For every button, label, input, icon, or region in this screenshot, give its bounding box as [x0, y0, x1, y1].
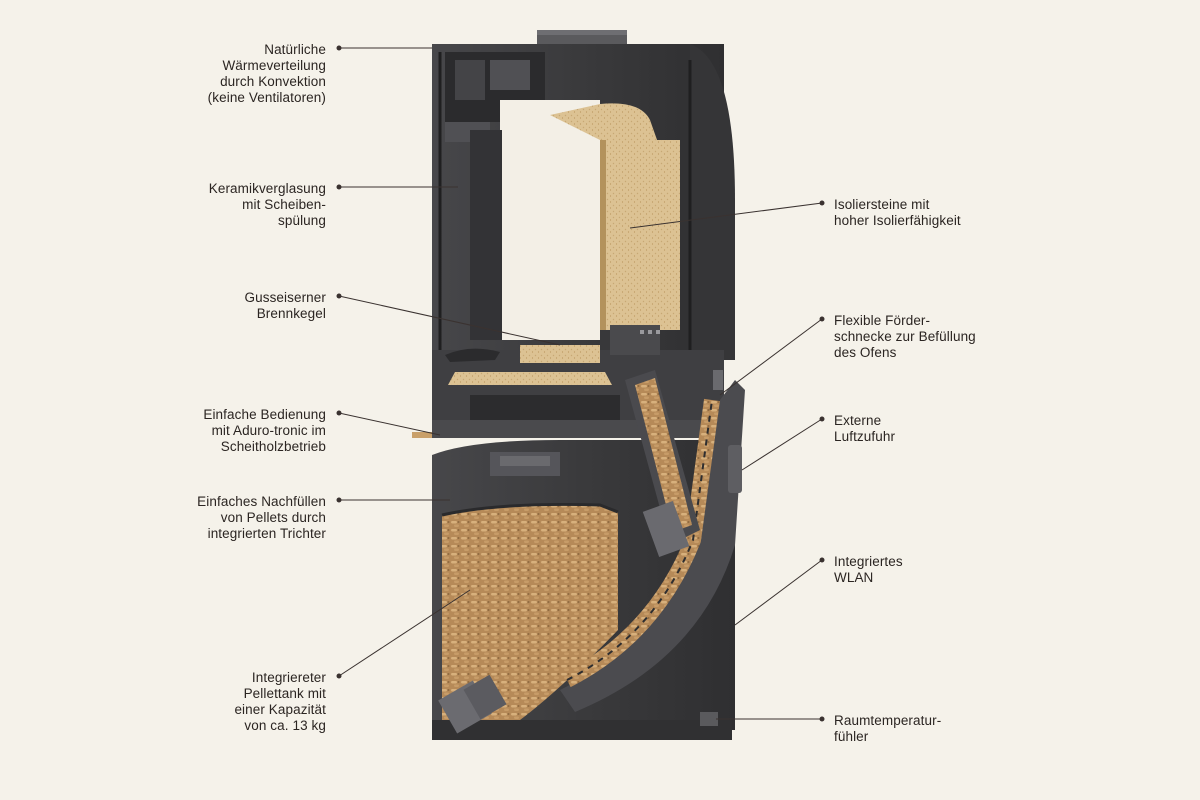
- leader-lines: [336, 45, 825, 722]
- firebox-window: [500, 100, 600, 340]
- callout-auger: Flexible Förder- schnecke zur Befüllung …: [834, 313, 976, 360]
- callout-pellet-tank: Integriereter Pellettank mit einer Kapaz…: [234, 670, 326, 733]
- air-intake: [728, 445, 742, 493]
- auger-tube: [560, 380, 745, 712]
- pellet-tank: [442, 504, 618, 720]
- temperature-sensor: [700, 712, 718, 726]
- tank-motor: [438, 674, 507, 734]
- callout-air-supply: Externe Luftzufuhr: [834, 413, 896, 444]
- callout-burn-cone: Gusseiserner Brennkegel: [244, 290, 326, 321]
- burn-cone: [448, 372, 612, 385]
- callout-refill: Einfaches Nachfüllen von Pellets durch i…: [197, 494, 326, 541]
- callout-temp-sensor: Raumtemperatur- fühler: [834, 713, 942, 744]
- callout-ceramic-glass: Keramikverglasung mit Scheiben- spülung: [208, 181, 326, 228]
- callout-insulation: Isoliersteine mit hoher Isolierfähigkeit: [834, 197, 961, 228]
- callout-wlan: Integriertes WLAN: [834, 554, 903, 585]
- callout-convection: Natürliche Wärmeverteilung durch Konvekt…: [207, 42, 326, 105]
- callout-controls: Einfache Bedienung mit Aduro-tronic im S…: [203, 407, 326, 454]
